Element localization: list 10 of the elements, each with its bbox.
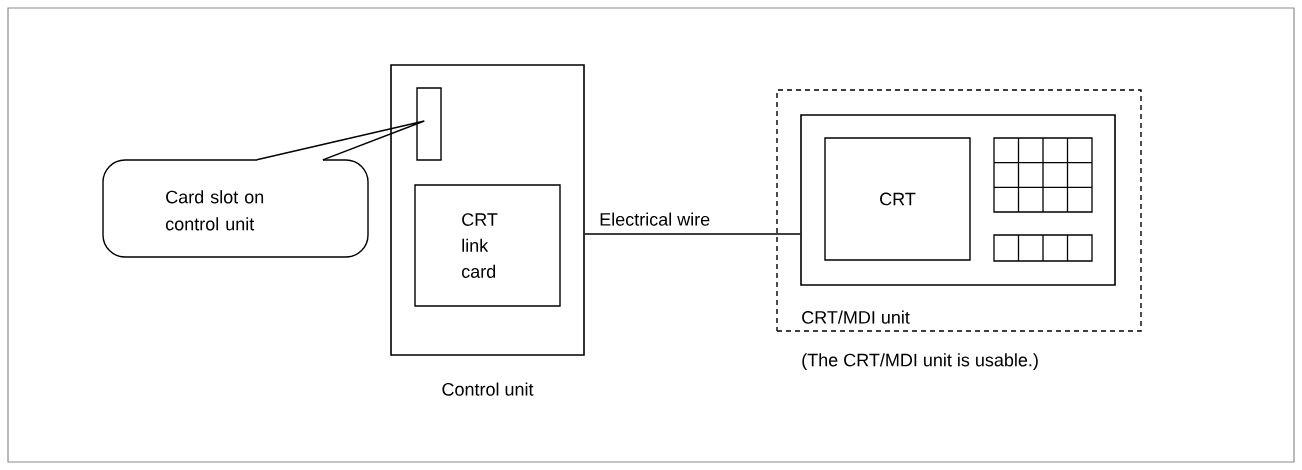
screen-box: CRT <box>824 137 971 261</box>
edge-label: Electrical wire <box>600 212 710 226</box>
node-label: Control unit <box>442 382 534 396</box>
callout-tail <box>256 120 425 161</box>
card-box: CRT link card <box>414 184 561 307</box>
wire-line <box>584 233 801 235</box>
card-slot <box>416 87 442 161</box>
note-text: (The CRT/MDI unit is usable.) <box>802 353 1038 370</box>
panel-box <box>800 114 1116 286</box>
callout-bubble: Card slot on control unit <box>102 159 369 258</box>
